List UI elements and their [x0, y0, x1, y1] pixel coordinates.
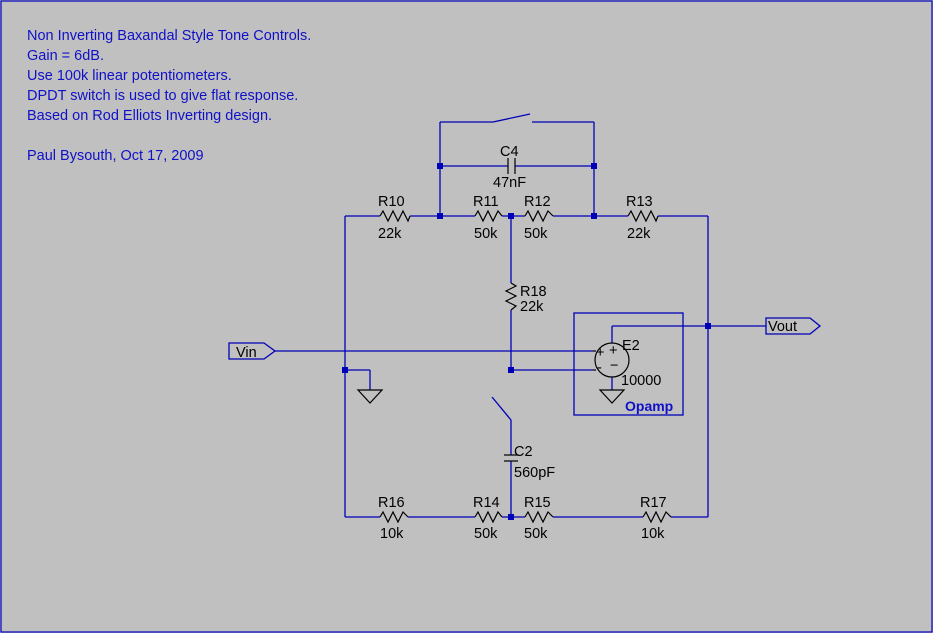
- resistor-r17: R17 10k: [640, 495, 672, 542]
- dpdt-switch-top: [492, 113, 531, 123]
- r13-name: R13: [626, 194, 653, 210]
- note-line-4: DPDT switch is used to give flat respons…: [27, 88, 298, 104]
- vout-label: Vout: [768, 319, 797, 335]
- comment-block: Non Inverting Baxandal Style Tone Contro…: [27, 28, 311, 164]
- junctions: [342, 163, 711, 520]
- c2-value: 560pF: [514, 465, 555, 481]
- port-vout: Vout: [765, 317, 822, 335]
- opamp-block: + - + − E2 10000 Opamp: [573, 312, 684, 416]
- r14-name: R14: [473, 495, 500, 511]
- r13-value: 22k: [627, 226, 651, 242]
- r15-name: R15: [524, 495, 551, 511]
- plus-pin: +: [596, 345, 604, 361]
- resistor-r15: R15 50k: [524, 495, 554, 542]
- opamp-label: Opamp: [625, 398, 673, 414]
- c2-name: C2: [514, 444, 533, 460]
- port-vin: Vin: [228, 342, 277, 361]
- vcvs-e2-symbol: [594, 342, 630, 378]
- note-line-2: Gain = 6dB.: [27, 48, 104, 64]
- capacitor-c4: C4 47nF: [493, 144, 526, 191]
- r18-value: 22k: [520, 299, 544, 315]
- resistor-r10: R10 22k: [378, 194, 411, 242]
- svg-text:+: +: [609, 343, 617, 359]
- r10-name: R10: [378, 194, 405, 210]
- resistor-r18: R18 22k: [504, 282, 547, 315]
- resistor-r13: R13 22k: [626, 194, 659, 242]
- ground-left-icon: [356, 389, 384, 404]
- r17-name: R17: [640, 495, 667, 511]
- note-line-3: Use 100k linear potentiometers.: [27, 68, 232, 84]
- r12-value: 50k: [524, 226, 548, 242]
- r15-value: 50k: [524, 526, 548, 542]
- r11-name: R11: [473, 194, 499, 210]
- svg-text:−: −: [610, 358, 618, 374]
- r17-value: 10k: [641, 526, 665, 542]
- r10-value: 22k: [378, 226, 402, 242]
- r11-value: 50k: [474, 226, 498, 242]
- e2-name: E2: [622, 338, 640, 354]
- author-line: Paul Bysouth, Oct 17, 2009: [27, 148, 204, 164]
- resistor-r14: R14 50k: [473, 495, 503, 542]
- resistor-r16: R16 10k: [378, 495, 409, 542]
- r16-name: R16: [378, 495, 405, 511]
- resistor-r11: R11 50k: [473, 194, 503, 242]
- e2-gain: 10000: [621, 373, 661, 389]
- note-line-5: Based on Rod Elliots Inverting design.: [27, 108, 272, 124]
- opamp-box: [573, 312, 684, 416]
- r12-name: R12: [524, 194, 551, 210]
- r16-value: 10k: [380, 526, 404, 542]
- wires: [275, 121, 766, 518]
- ground-opamp-icon: [598, 389, 626, 404]
- r14-value: 50k: [474, 526, 498, 542]
- r18-name: R18: [520, 284, 547, 300]
- note-line-1: Non Inverting Baxandal Style Tone Contro…: [27, 28, 311, 44]
- resistor-r12: R12 50k: [524, 194, 554, 242]
- dpdt-switch-bottom: [491, 396, 512, 421]
- capacitor-c2: C2 560pF: [504, 444, 555, 481]
- minus-pin: -: [597, 360, 602, 376]
- c4-value: 47nF: [493, 175, 526, 191]
- c4-name: C4: [500, 144, 519, 160]
- vin-label: Vin: [236, 345, 257, 361]
